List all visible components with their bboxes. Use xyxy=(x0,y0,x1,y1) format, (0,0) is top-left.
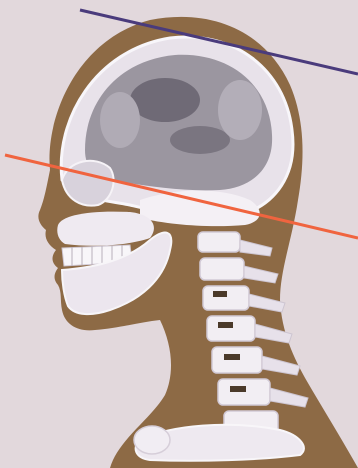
brain-light-spot xyxy=(100,92,140,148)
brain-dark-spot xyxy=(170,126,230,154)
maxilla xyxy=(57,212,154,246)
humeral-head xyxy=(134,426,170,454)
brain-light-spot xyxy=(218,80,262,140)
brain-dark-spot xyxy=(130,78,200,122)
